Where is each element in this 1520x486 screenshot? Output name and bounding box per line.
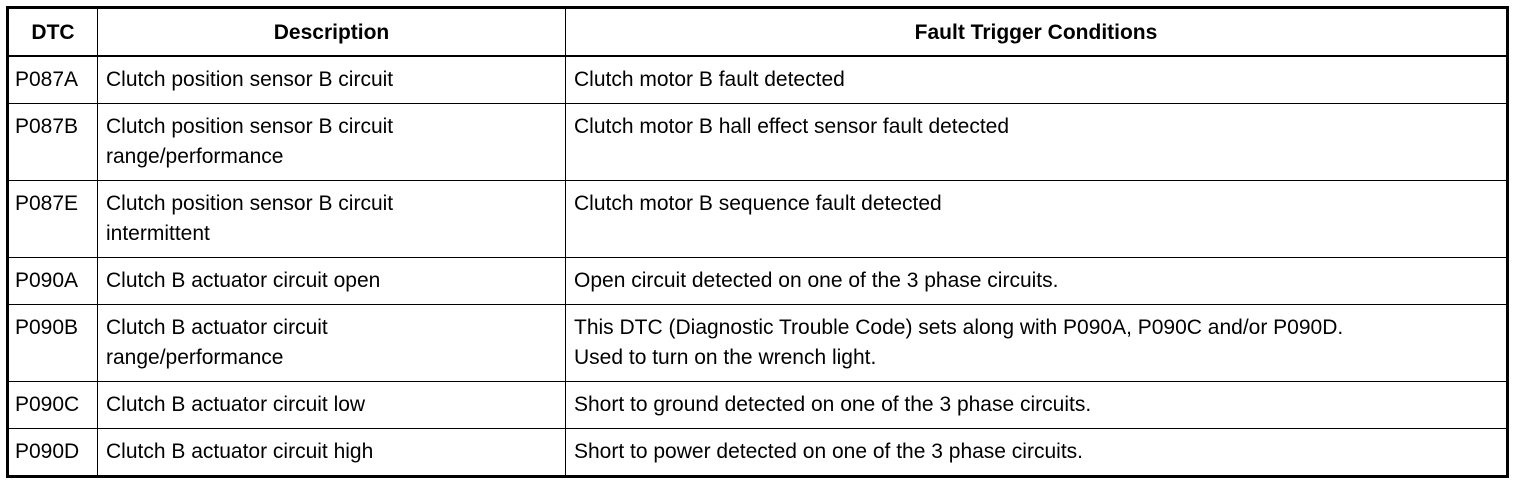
dtc-code: P087A (7, 55, 98, 104)
condition-line: Short to power detected on one of the 3 … (574, 440, 1083, 463)
fault-condition: Short to ground detected on one of the 3… (565, 381, 1508, 429)
fault-condition: Clutch motor B fault detected (565, 55, 1508, 104)
description-line: range/performance (106, 145, 284, 168)
fault-condition: Open circuit detected on one of the 3 ph… (565, 257, 1508, 305)
header-fault-trigger-conditions: Fault Trigger Conditions (565, 7, 1508, 57)
table-row: P090A Clutch B actuator circuit open Ope… (7, 257, 1508, 305)
dtc-description: Clutch position sensor B circuit range/p… (97, 103, 566, 181)
dtc-table: DTC Description Fault Trigger Conditions… (6, 6, 1509, 478)
description-line: intermittent (106, 222, 210, 245)
description-line: Clutch position sensor B circuit (106, 192, 394, 215)
table-row: P090C Clutch B actuator circuit low Shor… (7, 381, 1508, 429)
table-body: P087A Clutch position sensor B circuit C… (7, 55, 1508, 477)
dtc-code: P090C (7, 381, 98, 429)
condition-line: Used to turn on the wrench light. (574, 346, 877, 369)
dtc-code: P087E (7, 180, 98, 258)
dtc-code: P090D (7, 428, 98, 477)
table-row: P090D Clutch B actuator circuit high Sho… (7, 428, 1508, 477)
condition-line: Short to ground detected on one of the 3… (574, 393, 1092, 416)
table-header: DTC Description Fault Trigger Conditions (7, 7, 1508, 57)
dtc-code: P087B (7, 103, 98, 181)
dtc-description: Clutch position sensor B circuit (97, 55, 566, 104)
fault-condition: Short to power detected on one of the 3 … (565, 428, 1508, 477)
condition-line: This DTC (Diagnostic Trouble Code) sets … (574, 316, 1344, 339)
table-row: P087A Clutch position sensor B circuit C… (7, 55, 1508, 104)
dtc-code: P090A (7, 257, 98, 305)
header-row: DTC Description Fault Trigger Conditions (7, 7, 1508, 57)
table-row: P087B Clutch position sensor B circuit r… (7, 103, 1508, 181)
description-line: Clutch position sensor B circuit (106, 68, 394, 91)
dtc-description: Clutch B actuator circuit open (97, 257, 566, 305)
header-dtc: DTC (7, 7, 98, 57)
dtc-description: Clutch B actuator circuit low (97, 381, 566, 429)
condition-line: Clutch motor B sequence fault detected (574, 192, 942, 215)
header-description: Description (97, 7, 566, 57)
fault-condition: This DTC (Diagnostic Trouble Code) sets … (565, 304, 1508, 382)
description-line: Clutch B actuator circuit low (106, 393, 366, 416)
condition-line: Clutch motor B hall effect sensor fault … (574, 115, 1010, 138)
description-line: range/performance (106, 346, 284, 369)
condition-line: Open circuit detected on one of the 3 ph… (574, 269, 1059, 292)
dtc-code: P090B (7, 304, 98, 382)
description-line: Clutch position sensor B circuit (106, 115, 394, 138)
dtc-description: Clutch position sensor B circuit intermi… (97, 180, 566, 258)
description-line: Clutch B actuator circuit high (106, 440, 374, 463)
table-row: P087E Clutch position sensor B circuit i… (7, 180, 1508, 258)
dtc-description: Clutch B actuator circuit range/performa… (97, 304, 566, 382)
fault-condition: Clutch motor B sequence fault detected (565, 180, 1508, 258)
dtc-description: Clutch B actuator circuit high (97, 428, 566, 477)
fault-condition: Clutch motor B hall effect sensor fault … (565, 103, 1508, 181)
condition-line: Clutch motor B fault detected (574, 68, 845, 91)
description-line: Clutch B actuator circuit open (106, 269, 381, 292)
table-row: P090B Clutch B actuator circuit range/pe… (7, 304, 1508, 382)
description-line: Clutch B actuator circuit (106, 316, 328, 339)
